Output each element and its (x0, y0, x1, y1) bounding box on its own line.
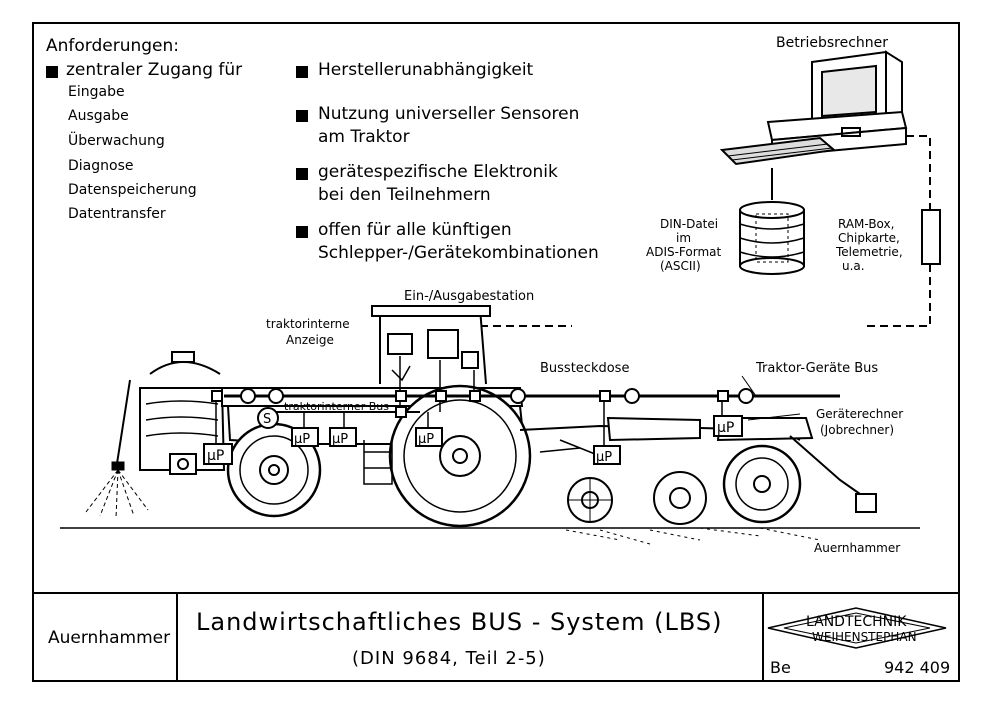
label-chipkarte: Chipkarte, (838, 231, 900, 245)
drawing-frame (32, 22, 960, 682)
label-ram-box: RAM-Box, (838, 217, 894, 231)
bullet-icon (296, 168, 308, 180)
label-betriebsrechner: Betriebsrechner (776, 35, 888, 51)
label-adis-format: ADIS-Format (646, 245, 722, 259)
requirement-central-access: zentraler Zugang für (66, 60, 243, 80)
sub-item-datenspeicherung: Datenspeicherung (68, 182, 197, 198)
spray-nozzle-icon (85, 461, 149, 519)
label-telemetrie: Telemetrie, (835, 245, 903, 259)
bus-connector-icons (240, 388, 754, 404)
sub-item-ausgabe: Ausgabe (68, 108, 129, 124)
requirement-manufacturer-independence: Herstellerunabhängigkeit (318, 60, 534, 80)
label-mup: µP (717, 420, 734, 436)
label-mup: µP (332, 432, 348, 447)
author-signature: Auernhammer (814, 541, 900, 555)
label-traktor-geraete-bus: Traktor-Geräte Bus (755, 361, 878, 376)
logo-line2: WEIHENSTEPHAN (812, 630, 917, 644)
logo-line1: LANDTECHNIK (806, 614, 907, 630)
label-mup: µP (418, 432, 434, 447)
footer-divider (34, 592, 958, 594)
requirement-electronics-line2: bei den Teilnehmern (318, 185, 491, 205)
footer-author: Auernhammer (48, 628, 171, 648)
sub-item-datentransfer: Datentransfer (68, 206, 166, 222)
sub-item-diagnose: Diagnose (68, 158, 134, 174)
requirement-open-line2: Schlepper-/Gerätekombinationen (318, 243, 599, 263)
label-mup: µP (207, 448, 224, 464)
requirements-title: Anforderungen: (46, 36, 180, 56)
label-geraeterechner: Geräterechner (816, 407, 903, 421)
label-im: im (676, 231, 691, 245)
label-din-datei: DIN-Datei (660, 217, 718, 231)
bullet-icon (46, 66, 58, 78)
label-ascii: (ASCII) (660, 259, 701, 273)
label-jobrechner: (Jobrechner) (820, 423, 894, 437)
label-traktorinterner-bus: traktorinterner Bus (284, 400, 389, 413)
requirement-sensors-line2: am Traktor (318, 127, 410, 147)
requirement-sensors-line1: Nutzung universeller Sensoren (318, 104, 580, 124)
label-bussteckdose: Bussteckdose (540, 361, 629, 376)
label-mup: µP (294, 432, 310, 447)
bullet-icon (296, 110, 308, 122)
footer-divider-left (176, 592, 178, 680)
database-icon (739, 201, 805, 275)
label-mup: µP (596, 450, 612, 465)
footer-divider-right (762, 592, 764, 680)
label-ein-ausgabestation: Ein-/Ausgabestation (404, 289, 534, 304)
sub-item-ueberwachung: Überwachung (68, 133, 165, 149)
label-traktorinterne: traktorinterne (266, 317, 350, 331)
footer-be: Be (770, 658, 791, 677)
label-ua: u.a. (842, 259, 865, 273)
footer-title: Landwirtschaftliches BUS - System (LBS) (196, 608, 723, 636)
landtechnik-logo (767, 607, 947, 649)
bus-node-icons (211, 390, 729, 418)
microprocessor-icons (203, 415, 743, 465)
sub-item-eingabe: Eingabe (68, 84, 125, 100)
requirement-open-line1: offen für alle künftigen (318, 220, 512, 240)
bullet-icon (296, 226, 308, 238)
computer-icon (719, 50, 908, 166)
footer-number: 942 409 (884, 658, 951, 677)
label-s: S (263, 412, 271, 427)
label-anzeige: Anzeige (286, 333, 334, 347)
requirement-electronics-line1: gerätespezifische Elektronik (318, 162, 558, 182)
bullet-icon (296, 66, 308, 78)
sensor-s-icon (257, 407, 279, 429)
footer-subtitle: (DIN 9684, Teil 2-5) (352, 648, 546, 669)
